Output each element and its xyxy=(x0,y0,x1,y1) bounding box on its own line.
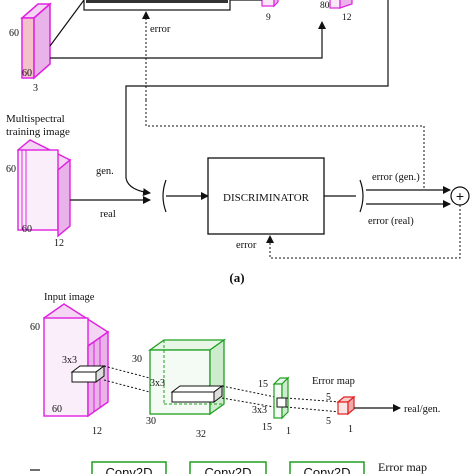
input-image-label: Input image xyxy=(44,292,95,303)
kernel1-label: 3x3 xyxy=(62,355,77,366)
kernel3-projection-bottom xyxy=(285,406,341,413)
gen-path-line xyxy=(125,0,389,178)
cube3-dim-left: 80 xyxy=(320,1,330,11)
discriminator-label: DISCRIMINATOR xyxy=(223,192,310,204)
kernel3-label: 3x3 xyxy=(252,405,267,416)
input-to-generator-line xyxy=(49,0,85,47)
block3-dim-left: 15 xyxy=(258,379,268,390)
block3-dim-depth: 1 xyxy=(286,426,291,437)
kernel2-projection-top xyxy=(221,385,281,399)
generator-error-label: error xyxy=(150,24,171,35)
training-image-block xyxy=(16,139,72,238)
conv-block-3 xyxy=(272,376,290,420)
block3-dim-bottom: 15 xyxy=(262,422,272,433)
footer-conv2d-box-2 xyxy=(189,461,267,474)
discriminator-error-arrow xyxy=(266,205,461,259)
input-dim-depth: 12 xyxy=(92,426,102,437)
cube1-dim-depth: 3 xyxy=(33,83,38,94)
block2-dim-depth: 32 xyxy=(196,429,206,440)
block4-dim-bottom: 5 xyxy=(326,416,331,427)
training-label-line1: Multispectral xyxy=(6,113,65,125)
footer-conv2d-box-1 xyxy=(91,461,167,474)
block2-dim-bottom: 30 xyxy=(146,416,156,427)
error-map-label: Error map xyxy=(312,376,355,387)
input-switch-icon xyxy=(162,179,167,213)
kernel2-box xyxy=(170,385,224,403)
generator-output-block-small xyxy=(261,0,279,8)
training-label-line2: training image xyxy=(6,126,70,138)
generator-input-block xyxy=(20,2,52,80)
output-label: real/gen. xyxy=(404,404,440,415)
footer-conv2d-box-3 xyxy=(289,461,365,474)
cube2-dim-depth: 9 xyxy=(266,13,271,23)
kernel1-box xyxy=(70,365,106,383)
block4-dim-depth: 1 xyxy=(348,424,353,435)
cube1-dim-left: 60 xyxy=(9,28,19,39)
sum-symbol: + xyxy=(456,188,464,204)
conv-block-2 xyxy=(147,338,227,416)
discriminator-box xyxy=(207,157,325,235)
generator-output-block xyxy=(329,0,353,9)
kernel3-projection-top xyxy=(285,397,341,403)
discriminator-error-label: error xyxy=(236,240,257,251)
error-map-block xyxy=(336,395,356,416)
training-dim-left: 60 xyxy=(6,164,16,175)
cube1-dim-bottom: 60 xyxy=(22,68,32,79)
footer-conv2d-label-2: Conv2D xyxy=(205,465,252,474)
gen-curve-arrow xyxy=(125,177,151,197)
footer-error-map-label: Error map xyxy=(378,460,427,474)
gen-label: gen. xyxy=(96,166,114,177)
kernel2-label: 3x3 xyxy=(150,378,165,389)
input-dim-left: 60 xyxy=(30,322,40,333)
block4-dim-left: 5 xyxy=(326,392,331,403)
kernel2-projection-bottom xyxy=(221,397,281,409)
generator-bar xyxy=(86,0,228,3)
output-switch-icon xyxy=(359,179,364,213)
generator-box xyxy=(83,0,231,11)
panel-a-label: (a) xyxy=(229,270,244,285)
cube3-dim-depth: 12 xyxy=(342,13,352,23)
error-real-label: error (real) xyxy=(368,216,414,227)
footer-conv2d-label-1: Conv2D xyxy=(106,465,153,474)
latent-to-cube3-line xyxy=(50,21,326,59)
training-dim-bottom: 60 xyxy=(22,224,32,235)
block2-dim-left: 30 xyxy=(132,354,142,365)
training-dim-depth: 12 xyxy=(54,238,64,249)
footer-conv2d-label-3: Conv2D xyxy=(304,465,351,474)
input-dim-bottom: 60 xyxy=(52,404,62,415)
real-label: real xyxy=(100,209,116,220)
error-gen-label: error (gen.) xyxy=(372,172,420,183)
